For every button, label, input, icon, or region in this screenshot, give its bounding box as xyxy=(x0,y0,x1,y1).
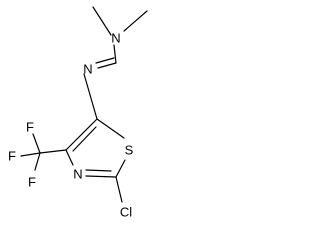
atom-fluorine-left: F xyxy=(8,149,16,164)
bond-cf3-f-bottom xyxy=(34,152,41,171)
bond-cf3-f-top xyxy=(32,133,41,154)
bond-n3-c4 xyxy=(65,149,74,166)
bond-ch-imine-n-2 xyxy=(95,57,115,64)
bond-c5-s xyxy=(96,118,125,139)
bond-cf3-f-left xyxy=(20,152,41,157)
bond-c2-n3-1 xyxy=(85,175,117,178)
atom-labels: N N S N Cl F F F xyxy=(8,31,134,220)
bond-s-c2 xyxy=(115,159,126,178)
atom-fluorine-bottom: F xyxy=(28,175,36,190)
molecule-svg: N N S N Cl F F F xyxy=(8,6,148,220)
structure-diagram: N N S N Cl F F F xyxy=(8,6,148,220)
bond-c4-c5-2 xyxy=(72,126,97,152)
bond-ch-imine-n-1 xyxy=(97,62,117,69)
bond-c4-c5-1 xyxy=(65,118,98,151)
bond-c2-cl xyxy=(115,176,123,203)
bonds xyxy=(20,6,148,203)
bond-imine-n-c5 xyxy=(83,73,98,120)
bond-c4-cf3 xyxy=(39,149,67,154)
bond-n-methyl-left xyxy=(92,6,112,36)
atom-fluorine-top: F xyxy=(26,120,34,135)
atom-amine-n: N xyxy=(111,31,120,46)
atom-ring-s: S xyxy=(125,143,134,158)
bond-n-methyl-right xyxy=(123,10,148,32)
atom-ring-n: N xyxy=(73,167,82,182)
bond-c2-n3-2 xyxy=(85,169,112,172)
atom-imine-n: N xyxy=(83,62,92,77)
atom-chlorine: Cl xyxy=(120,205,132,220)
bond-amine-n-ch xyxy=(113,44,117,64)
